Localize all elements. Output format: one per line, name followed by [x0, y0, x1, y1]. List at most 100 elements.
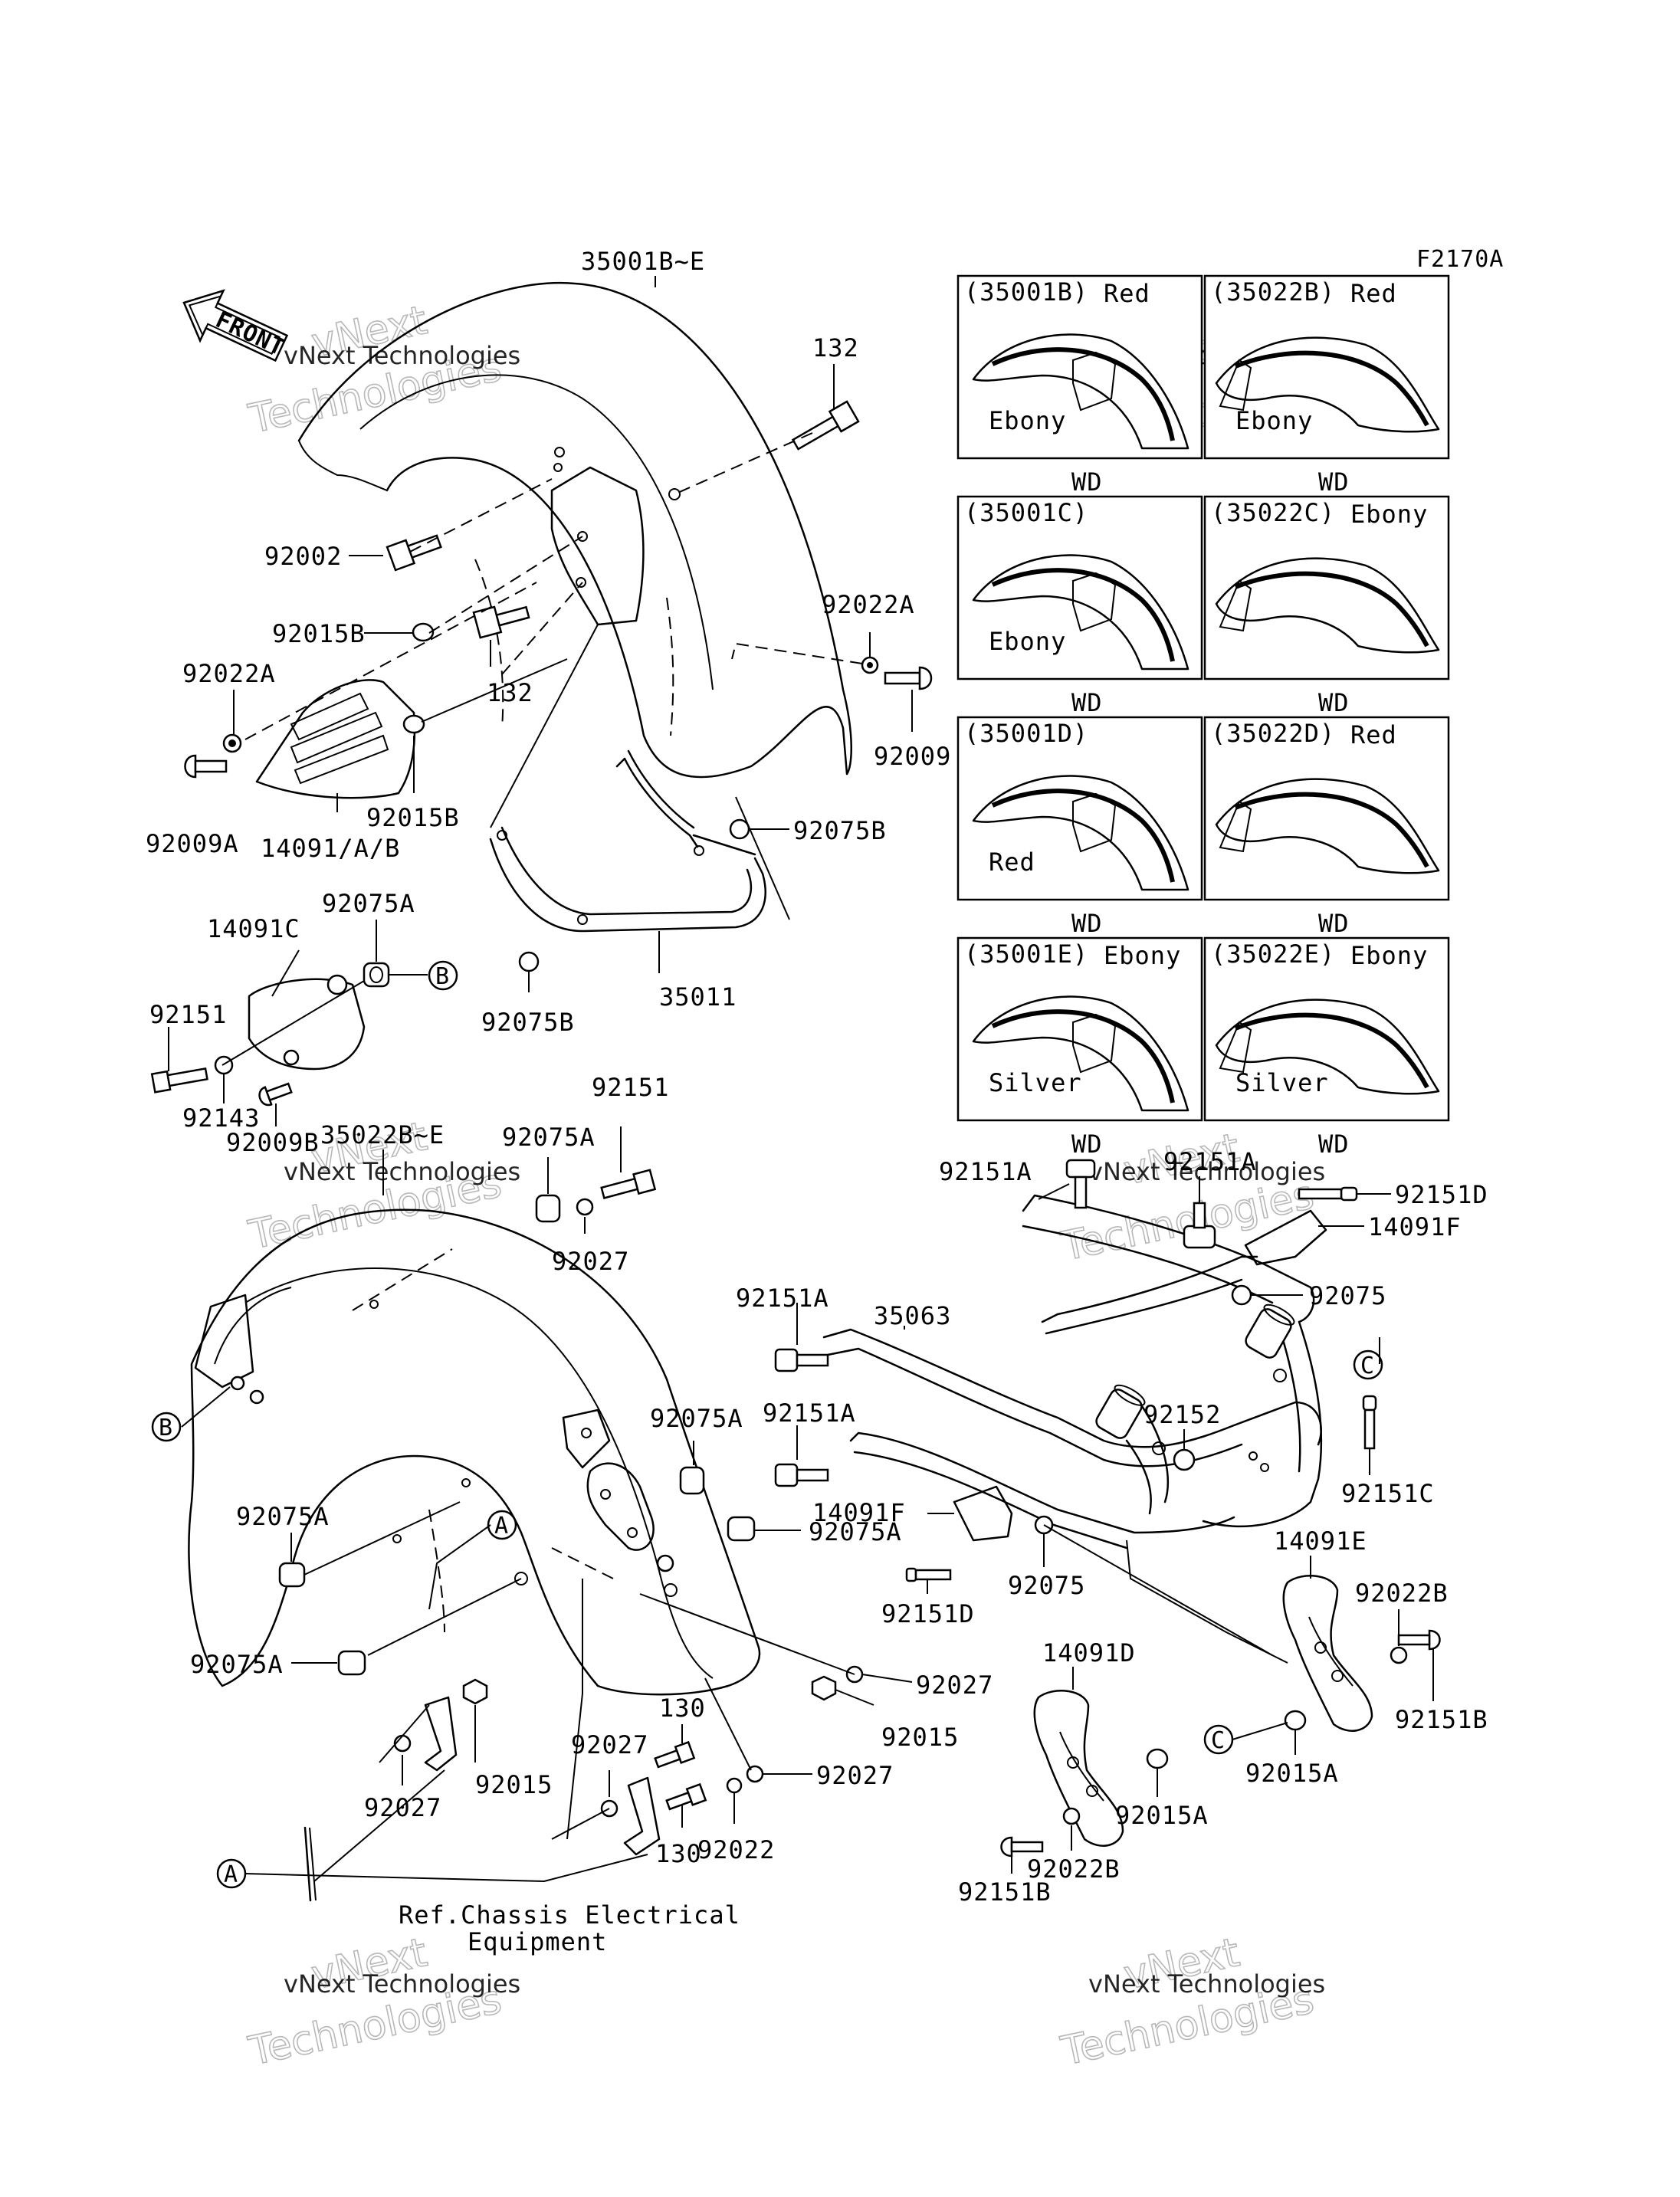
watermark-text: vNext Technologies	[1088, 1157, 1325, 1186]
side-cover-14091D	[1033, 1690, 1124, 1847]
part-number-label: 92075A	[322, 889, 415, 918]
mount-bracket	[1072, 1013, 1117, 1074]
variant-code: (35022D)	[1211, 719, 1335, 748]
marker-b: B	[435, 963, 450, 990]
part-number-label: 92075A	[502, 1123, 596, 1152]
rear-fender-sketch	[1215, 998, 1440, 1095]
part-number-label: 132	[487, 678, 533, 707]
part-number-label: 92022A	[822, 590, 915, 619]
part-number-label: 92015A	[1245, 1759, 1339, 1788]
part-number-label: 14091F	[1368, 1212, 1462, 1241]
part-number-label: 92075A	[650, 1404, 743, 1433]
part-number-label: 92009B	[226, 1128, 320, 1157]
color-stripe	[1234, 792, 1429, 868]
part-number-label: 92022	[697, 1835, 775, 1864]
part-number-label: 92075A	[809, 1517, 902, 1546]
front-fender	[297, 281, 853, 779]
variant-model: WD	[1071, 1130, 1103, 1159]
part-number-label: 92015	[475, 1770, 553, 1799]
part-number-label: 92151A	[763, 1399, 856, 1428]
fender-brace	[489, 749, 766, 933]
part-number-label: 92015A	[1115, 1801, 1209, 1830]
variant-color-top: Red	[1350, 720, 1397, 749]
part-number-label: 132	[812, 333, 859, 362]
rear-fender-sketch	[1215, 778, 1440, 874]
variant-color-bottom: Silver	[1235, 1068, 1329, 1097]
part-number-label: 92015B	[272, 619, 366, 648]
variant-color-bottom: Silver	[989, 1068, 1082, 1097]
marker-b: B	[159, 1415, 173, 1441]
color-stripe	[991, 568, 1175, 662]
watermark-text: vNext Technologies	[284, 341, 520, 370]
part-number-label: 92075A	[236, 1502, 330, 1531]
variant-code: (35001C)	[964, 498, 1088, 527]
part-number-label: 35022B~E	[320, 1120, 445, 1149]
part-number-label: 14091E	[1274, 1526, 1367, 1556]
ref-note: Equipment	[468, 1927, 607, 1956]
part-number-label: 92151D	[1395, 1180, 1488, 1209]
mount-bracket	[1219, 1021, 1252, 1074]
variant-code: (35001D)	[964, 719, 1088, 748]
part-number-label: 92009A	[146, 829, 239, 858]
part-number-label: 92027	[364, 1793, 441, 1822]
part-number-label: 92022B	[1355, 1579, 1449, 1608]
color-stripe	[1234, 571, 1429, 648]
variant-model: WD	[1071, 909, 1103, 938]
variant-code: (35022E)	[1211, 939, 1335, 969]
watermark-text: vNext Technologies	[284, 1157, 520, 1186]
variant-color-bottom: Ebony	[989, 627, 1066, 656]
variant-color-bottom: Ebony	[1235, 406, 1313, 435]
part-number-label: 92151B	[958, 1877, 1052, 1907]
part-number-label: 14091C	[207, 914, 300, 943]
watermark-text: vNext Technologies	[284, 1969, 520, 1999]
part-number-label: 35001B~E	[581, 247, 705, 276]
color-stripe	[991, 1009, 1175, 1103]
variant-code: (35001E)	[964, 939, 1088, 969]
variant-color-top: Ebony	[1350, 941, 1428, 970]
part-number-label: 92075	[1008, 1571, 1085, 1600]
mount-bracket	[1219, 359, 1252, 412]
variant-model: WD	[1318, 467, 1350, 497]
variant-color-top: Red	[1350, 279, 1397, 308]
part-number-label: 92151B	[1395, 1705, 1488, 1734]
rear-fender-sketch	[1215, 336, 1440, 433]
part-number-label: 92143	[182, 1103, 260, 1133]
part-number-label: 92075B	[793, 816, 887, 845]
mount-bracket	[1072, 351, 1117, 412]
rear-leaders	[181, 1126, 913, 1883]
front-fender-sketch	[972, 995, 1189, 1112]
part-number-label: 92151A	[736, 1284, 829, 1313]
marker-a: A	[494, 1513, 509, 1540]
part-number-label: 92151C	[1341, 1479, 1435, 1508]
front-leaders	[233, 276, 913, 992]
rear-hardware: A A B	[151, 1169, 864, 1902]
variant-color-bottom: Ebony	[989, 406, 1066, 435]
part-number-label: 92009	[874, 742, 951, 771]
side-cover-hardware	[1000, 1629, 1441, 1858]
part-number-label: 14091/A/B	[261, 834, 400, 863]
part-number-label: 92151D	[881, 1599, 975, 1628]
marker-c: C	[1211, 1727, 1226, 1754]
part-number-label: 92075B	[481, 1008, 575, 1037]
front-fender-sketch	[972, 775, 1189, 891]
part-number-label: 92022B	[1027, 1854, 1121, 1884]
part-number-label: 92022A	[182, 659, 276, 688]
color-stripe	[991, 789, 1175, 883]
ref-note: Ref.Chassis Electrical	[399, 1900, 740, 1930]
part-number-label: 92027	[552, 1247, 629, 1276]
variant-grid: (35001B)RedEbonyWD(35022B)RedEbonyWD(350…	[956, 274, 1450, 1159]
variant-code: (35022B)	[1211, 277, 1335, 307]
part-number-label: 92075A	[190, 1650, 284, 1679]
part-number-label: 130	[659, 1694, 706, 1723]
part-number-label: 92152	[1144, 1400, 1221, 1429]
part-number-label: 92002	[264, 542, 342, 571]
mount-bracket	[1219, 800, 1252, 853]
variant-color-top: Ebony	[1104, 941, 1181, 970]
part-number-label: 92027	[916, 1671, 993, 1700]
variant-model: WD	[1071, 688, 1103, 717]
